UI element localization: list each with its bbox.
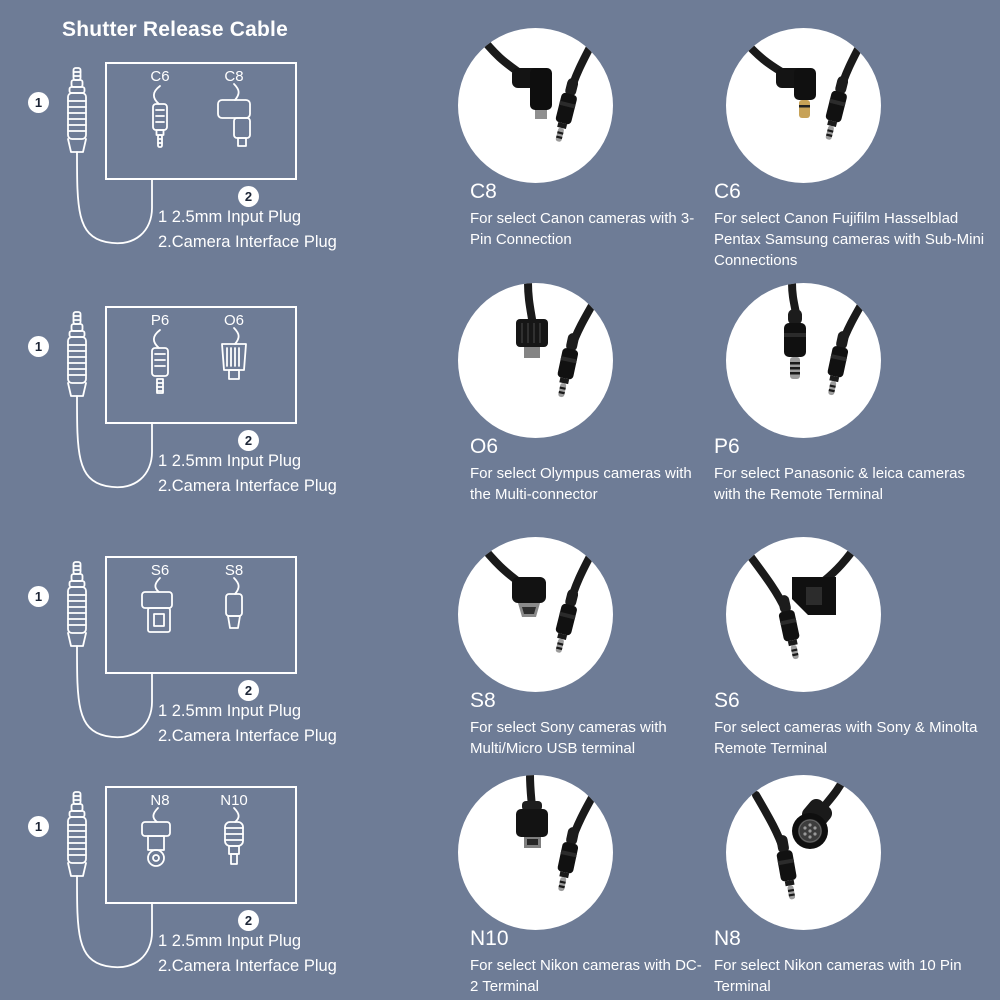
caption-input-plug: 1 2.5mm Input Plug xyxy=(158,702,302,720)
cable-diagram-art xyxy=(67,67,251,245)
page-title: Shutter Release Cable xyxy=(62,18,288,41)
connector-photo xyxy=(726,537,881,692)
cable-diagram-art xyxy=(67,561,243,739)
callout-number-1: 1 xyxy=(28,336,49,357)
right-angle-3pin-plug-icon xyxy=(472,28,600,144)
caption-input-plug: 1 2.5mm Input Plug xyxy=(158,452,302,470)
connector-code: N8 xyxy=(714,927,741,950)
connector-photo xyxy=(726,283,881,438)
connector-description: For select Sony cameras with Multi/Micro… xyxy=(470,719,667,757)
cable-diagram-art xyxy=(67,311,247,489)
callout-number-2: 2 xyxy=(238,186,259,207)
connector-photo xyxy=(458,283,613,438)
right-angle-submini-plug-icon xyxy=(738,30,870,142)
dc2-plug-glyph xyxy=(224,807,244,865)
caption-interface-plug: 2.Camera Interface Plug xyxy=(158,233,337,251)
connector-description: For select cameras with Sony & Minolta R… xyxy=(714,719,978,757)
caption-interface-plug: 2.Camera Interface Plug xyxy=(158,727,337,745)
connector-photo xyxy=(458,775,613,930)
connector-label: C8 xyxy=(224,68,244,85)
connector-label: C6 xyxy=(150,68,170,85)
remote-plug-glyph xyxy=(151,329,169,394)
callout-number-1: 1 xyxy=(28,816,49,837)
ten-pin-plug-glyph xyxy=(141,807,171,867)
camera-plug-box xyxy=(105,306,297,424)
connector-code: S8 xyxy=(470,689,496,712)
connector-description: For select Canon cameras with 3-Pin Conn… xyxy=(470,210,695,248)
connector-label: N8 xyxy=(150,792,170,809)
connector-label: S8 xyxy=(224,562,244,579)
connector-code: C8 xyxy=(470,180,497,203)
olympus-multi-connector-icon xyxy=(516,283,602,399)
callout-number-1: 1 xyxy=(28,92,49,113)
caption-interface-plug: 2.Camera Interface Plug xyxy=(158,477,337,495)
caption-interface-plug: 2.Camera Interface Plug xyxy=(158,957,337,975)
panasonic-remote-plug-icon xyxy=(784,283,872,397)
connector-label: P6 xyxy=(150,312,170,329)
diagram-row-n8-n10: N8 N10 1 2 1 2.5mm Input Plug 2.Camera I… xyxy=(0,786,440,1000)
10-pin-round-connector-icon xyxy=(752,775,850,901)
connector-label: S6 xyxy=(150,562,170,579)
camera-plug-box xyxy=(105,62,297,180)
callout-number-2: 2 xyxy=(238,430,259,451)
callout-number-1: 1 xyxy=(28,586,49,607)
connector-photo xyxy=(726,775,881,930)
connector-description: For select Olympus cameras with the Mult… xyxy=(470,465,692,503)
callout-number-2: 2 xyxy=(238,910,259,931)
camera-plug-box xyxy=(105,786,297,904)
connector-description: For select Panasonic & leica cameras wit… xyxy=(714,465,965,503)
micro-usb-connector-icon xyxy=(474,537,600,655)
diagram-row-s6-s8: S6 S8 1 2 1 2.5mm Input Plug 2.Camera In… xyxy=(0,556,440,771)
camera-plug-box xyxy=(105,556,297,674)
connector-photo xyxy=(458,28,613,183)
connector-code: N10 xyxy=(470,927,509,950)
connector-description: For select Nikon cameras with 10 Pin Ter… xyxy=(714,957,962,995)
connector-code: C6 xyxy=(714,180,741,203)
connector-photo xyxy=(726,28,881,183)
sony-minolta-remote-plug-icon xyxy=(744,537,865,661)
connector-photo xyxy=(458,537,613,692)
dc2-connector-icon xyxy=(516,775,602,893)
multi-connector-glyph xyxy=(221,327,247,380)
submini-plug-glyph xyxy=(152,85,168,148)
cable-diagram-art xyxy=(67,791,244,969)
connector-label: N10 xyxy=(220,792,248,809)
caption-input-plug: 1 2.5mm Input Plug xyxy=(158,208,302,226)
caption-input-plug: 1 2.5mm Input Plug xyxy=(158,932,302,950)
cable-loop xyxy=(76,151,153,245)
right-angle-plug-glyph xyxy=(217,83,251,147)
connector-label: O6 xyxy=(223,312,244,329)
connector-code: P6 xyxy=(714,435,740,458)
sony-remote-plug-glyph xyxy=(141,577,173,633)
diagram-row-p6-o6: P6 O6 1 2 1 2.5mm Input Plug 2.Camera In… xyxy=(0,306,440,521)
connector-code: O6 xyxy=(470,435,499,458)
connector-code: S6 xyxy=(714,689,740,712)
micro-usb-glyph xyxy=(225,577,243,629)
connector-description: For select Canon Fujifilm Hasselblad Pen… xyxy=(714,210,985,269)
diagram-row-c6-c8: C6 C8 1 2 1 2.5mm Input Plug 2.Camera In… xyxy=(0,62,440,277)
connector-description: For select Nikon cameras with DC-2 Termi… xyxy=(470,957,702,995)
callout-number-2: 2 xyxy=(238,680,259,701)
